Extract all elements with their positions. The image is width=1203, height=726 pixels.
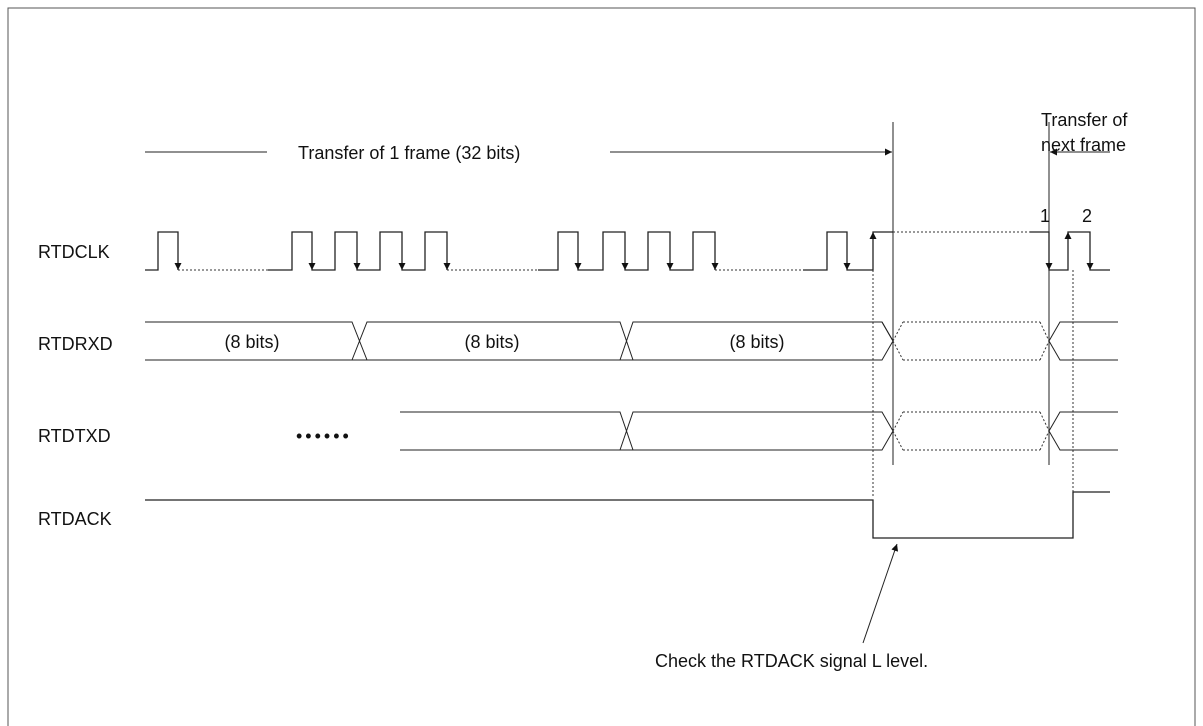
rxd-bits-label-2: (8 bits) [464,332,519,352]
frame-border [7,7,1196,726]
rtdrxd-waveform [145,321,1118,361]
ack-check-note: Check the RTDACK signal L level. [655,651,928,671]
next-frame-label-2: next frame [1041,135,1126,155]
edge-number-1: 1 [1040,206,1050,226]
rtdtxd-waveform: •••••• [296,411,1118,451]
edge-number-2: 2 [1082,206,1092,226]
rtdclk-waveform [145,231,1110,271]
txd-ellipsis: •••••• [296,426,352,446]
signal-label-rtdclk: RTDCLK [38,242,110,262]
signal-label-rtdtxd: RTDTXD [38,426,111,446]
rxd-bits-label-3: (8 bits) [729,332,784,352]
note-pointer-arrow [862,543,899,644]
transfer-frame-label: Transfer of 1 frame (32 bits) [298,143,520,163]
signal-label-rtdrxd: RTDRXD [38,334,113,354]
rxd-bits-label-1: (8 bits) [224,332,279,352]
next-frame-label-1: Transfer of [1041,110,1128,130]
signal-label-rtdack: RTDACK [38,509,112,529]
rtdack-waveform [145,491,1110,539]
